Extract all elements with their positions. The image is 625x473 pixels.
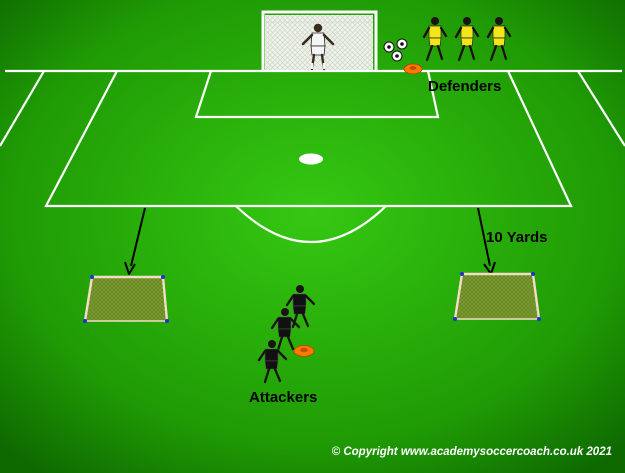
penalty-arc [235, 205, 387, 244]
left-mini-goal [83, 275, 169, 323]
goal-net-icon [455, 274, 539, 319]
soccer-ball-icon [383, 41, 395, 53]
post-marker [537, 317, 541, 321]
attackers [257, 285, 316, 384]
defender-player [486, 17, 512, 62]
defenders [422, 17, 512, 62]
goalkeeper-arms [301, 33, 335, 46]
mini-goal-frame [83, 275, 169, 322]
attacker-player [285, 285, 316, 329]
goalkeeper-shorts [310, 45, 326, 56]
defender-player [454, 17, 480, 62]
post-marker [165, 319, 169, 323]
goalkeeper [301, 23, 335, 71]
copyright-notice: © Copyright www.academysoccercoach.co.uk… [332, 446, 612, 458]
post-marker [161, 275, 165, 279]
distance-arrows [124, 207, 496, 275]
balls [383, 38, 408, 62]
goalkeeper-socks [310, 63, 326, 69]
post-marker [83, 319, 87, 323]
pitch-markings [0, 69, 625, 244]
right-touchline [577, 70, 625, 147]
penalty-spot [299, 153, 323, 165]
disc-cone-icon [293, 345, 315, 357]
goalkeeper-head [313, 23, 323, 33]
arrow-head-icon [124, 261, 136, 275]
penalty-area [44, 70, 573, 208]
post-marker [460, 272, 464, 276]
post-marker [531, 272, 535, 276]
distance-label: 10 Yards [486, 229, 547, 246]
disc-cone-icon [403, 63, 423, 75]
attacker-player [257, 340, 288, 384]
soccer-ball-icon [396, 38, 408, 50]
post-marker [90, 275, 94, 279]
post-marker [453, 317, 457, 321]
six-yard-box [194, 70, 440, 119]
left-distance-arrow [130, 207, 146, 267]
right-mini-goal [453, 272, 541, 321]
mini-goal-frame [453, 272, 541, 320]
goal-net-icon [85, 277, 167, 321]
right-distance-arrow [477, 207, 491, 267]
defenders-label: Defenders [428, 78, 501, 95]
soccer-ball-icon [391, 50, 403, 62]
left-touchline [0, 70, 45, 147]
attackers-label: Attackers [249, 389, 317, 406]
goal-frame [261, 10, 378, 71]
attacker-player [270, 308, 301, 352]
defender-player [422, 17, 448, 62]
